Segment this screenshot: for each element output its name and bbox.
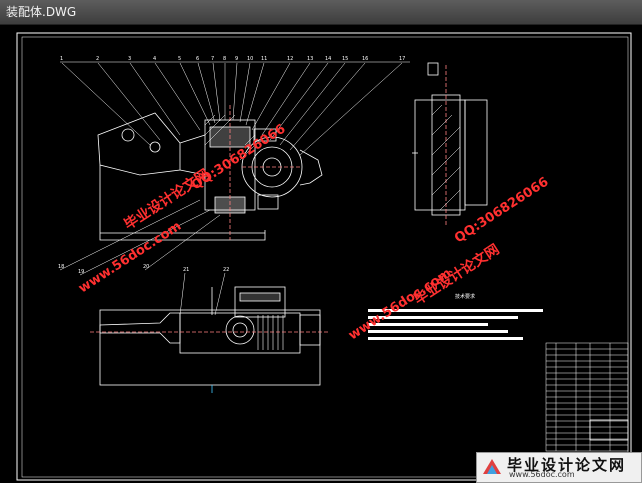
- part-label: 14: [325, 56, 331, 62]
- drawing-canvas[interactable]: 1 2 3 4 5 6 7 8 9 10 11 12 13 14 15 16 1…: [0, 25, 642, 483]
- part-label: 1: [60, 56, 63, 62]
- notes-heading: 技术要求: [455, 293, 475, 300]
- part-label: 18: [58, 264, 64, 270]
- part-label: 9: [235, 56, 238, 62]
- part-label: 21: [183, 267, 189, 273]
- part-label: 11: [261, 56, 267, 62]
- sheet-outer-border: [16, 32, 632, 481]
- top-view: [90, 286, 330, 393]
- part-label: 13: [307, 56, 313, 62]
- part-label: 16: [362, 56, 368, 62]
- part-number-labels-bottom: 18 19 20 21 22: [58, 264, 229, 275]
- logo-url: www.56doc.com: [509, 470, 575, 479]
- leader-lines-top: [60, 61, 410, 156]
- part-label: 5: [178, 56, 181, 62]
- title-bar: 装配体.DWG: [0, 0, 642, 25]
- part-number-labels: 1 2 3 4 5 6 7 8 9 10 11 12 13 14 15 16 1…: [60, 56, 405, 62]
- parts-list-table: [545, 342, 629, 452]
- logo-icon: [483, 459, 501, 474]
- part-label: 20: [143, 264, 149, 270]
- logo-text: 毕业设计论文网: [507, 456, 627, 474]
- side-view: [412, 62, 488, 225]
- part-label: 4: [153, 56, 156, 62]
- part-label: 6: [196, 56, 199, 62]
- watermark-qq: QQ:306826066: [452, 175, 551, 247]
- part-label: 7: [211, 56, 214, 62]
- part-label: 15: [342, 56, 348, 62]
- part-label: 3: [128, 56, 131, 62]
- technical-notes: 技术要求: [368, 293, 543, 340]
- part-label: 10: [247, 56, 253, 62]
- front-view: [97, 105, 323, 241]
- site-logo-badge: 毕业设计论文网 www.56doc.com: [476, 452, 642, 483]
- part-label: 17: [399, 56, 405, 62]
- part-label: 8: [223, 56, 226, 62]
- leader-lines-bottom: [59, 199, 226, 316]
- window-title: 装配体.DWG: [6, 5, 77, 19]
- part-label: 12: [287, 56, 293, 62]
- assembly-drawing: 1 2 3 4 5 6 7 8 9 10 11 12 13 14 15 16 1…: [16, 32, 632, 481]
- sheet-inner-border: [21, 36, 629, 478]
- part-label: 22: [223, 267, 229, 273]
- part-label: 19: [78, 269, 84, 275]
- part-label: 2: [96, 56, 99, 62]
